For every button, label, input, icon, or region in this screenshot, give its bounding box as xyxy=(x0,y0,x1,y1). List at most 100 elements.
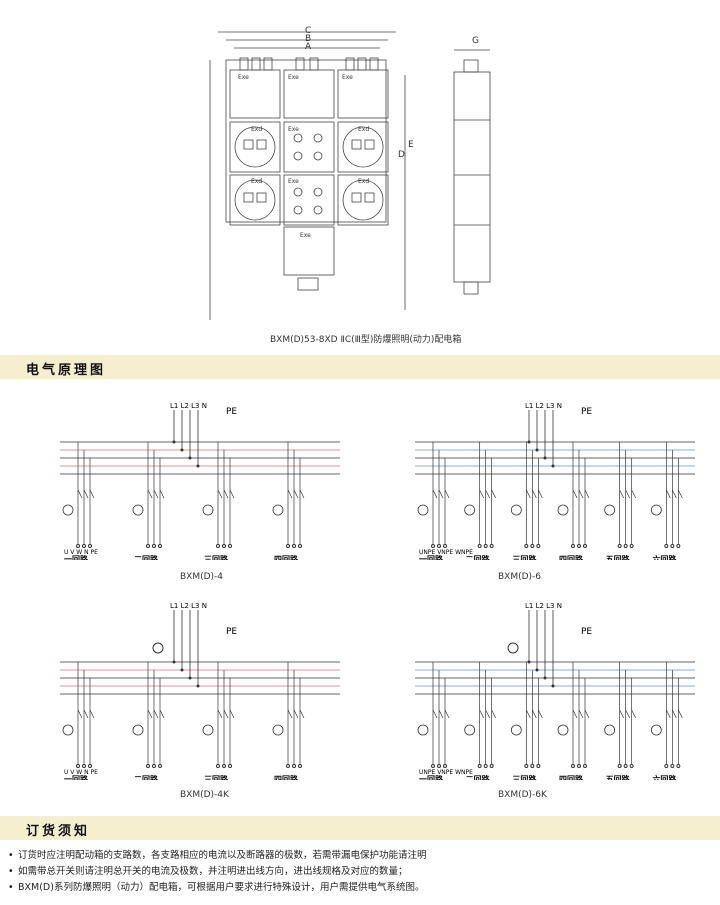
breaker-contact xyxy=(625,489,630,499)
diagram-bxm-6k: L1 L2 L3 NPE一回路二回路三回路四回路五回路六回路UNPE VNPE … xyxy=(415,602,695,780)
terminal xyxy=(286,764,290,768)
breaker-contact xyxy=(89,709,95,719)
breaker-contact xyxy=(229,709,235,719)
breaker-contact xyxy=(444,489,450,499)
bus-node xyxy=(527,440,531,444)
terminal xyxy=(530,544,535,548)
circuit-lamp xyxy=(464,724,476,736)
breaker-contact xyxy=(526,489,531,499)
circuit-label: 三回路 xyxy=(512,774,537,780)
breaker-contact xyxy=(83,489,89,499)
diagram-bxm-4: L1 L2 L3 NPE一回路二回路三回路四回路U V W N PE xyxy=(60,402,340,560)
terminal xyxy=(158,764,162,768)
module-label-exd-3: Exd xyxy=(251,178,263,185)
circuit-lamp xyxy=(604,724,616,736)
circuit-lamp xyxy=(650,504,662,516)
dim-label-g: G xyxy=(472,36,479,46)
terminal xyxy=(443,764,447,768)
circuit-label: 六回路 xyxy=(652,554,677,560)
circuit-label: 四回路 xyxy=(274,554,299,560)
terminal xyxy=(76,764,80,768)
diagram-bxm-6: L1 L2 L3 NPE一回路二回路三回路四回路五回路六回路UNPE VNPE … xyxy=(415,402,695,560)
terminal xyxy=(292,764,296,768)
section-title-electrical: 电气原理图 xyxy=(26,363,107,378)
section-header-electrical: 电气原理图 xyxy=(0,355,720,379)
bus-node xyxy=(188,456,192,460)
terminal xyxy=(152,764,156,768)
terminal xyxy=(489,764,494,768)
terminal xyxy=(670,764,675,768)
breaker-contact xyxy=(299,709,305,719)
circuit-lamp xyxy=(417,724,429,736)
circuit-lamp xyxy=(557,724,569,736)
circuit-label: 四回路 xyxy=(274,774,299,780)
pe-label: PE xyxy=(226,407,237,417)
breaker-contact xyxy=(77,709,83,719)
section-title-ordering: 订货须知 xyxy=(26,824,91,839)
terminal xyxy=(477,544,482,548)
module-label-exe-2: Exe xyxy=(288,74,299,81)
bus-node xyxy=(543,676,547,680)
circuit-label: 二回路 xyxy=(134,774,159,780)
terminal xyxy=(88,544,92,548)
terminal xyxy=(577,764,581,768)
terminal-labels: U V W N PE xyxy=(64,769,98,776)
circuit-label: 一回路 xyxy=(64,774,89,780)
circuit-label: 三回路 xyxy=(204,774,229,780)
breaker-contact xyxy=(631,489,636,499)
terminal xyxy=(82,764,86,768)
breaker-contact xyxy=(223,489,229,499)
breaker-contact xyxy=(485,709,490,719)
breaker-contact xyxy=(572,709,578,719)
terminal xyxy=(629,544,634,548)
terminal-labels: UNPE VNPE WNPE xyxy=(419,549,473,556)
terminal xyxy=(222,764,226,768)
diagram-bxm-4k: L1 L2 L3 NPE一回路二回路三回路四回路U V W N PE xyxy=(60,602,340,780)
terminal xyxy=(152,544,156,548)
note-item: •BXM(D)系列防爆照明（动力）配电箱，可根据用户要求进行特殊设计，用户需提供… xyxy=(8,882,425,893)
breaker-contact xyxy=(229,489,235,499)
module-label-exd-1: Exd xyxy=(251,126,263,133)
breaker-contact xyxy=(532,709,537,719)
terminal xyxy=(477,764,482,768)
breaker-contact xyxy=(223,709,229,719)
breaker-contact xyxy=(666,709,671,719)
bus-node xyxy=(543,456,547,460)
product-caption: BXM(D)53-8XD ⅡC(Ⅲ型)防爆照明(动力)配电箱 xyxy=(270,335,462,345)
breaker-contact xyxy=(432,709,438,719)
breaker-contact xyxy=(438,489,444,499)
diagram-model-bxm-6: BXM(D)-6 xyxy=(498,572,542,582)
breaker-contact xyxy=(619,489,624,499)
terminal xyxy=(524,764,529,768)
terminal xyxy=(530,764,535,768)
breaker-contact xyxy=(159,709,165,719)
circuit-label: 一回路 xyxy=(419,774,444,780)
breaker-contact xyxy=(153,489,159,499)
bus-label: L1 L2 L3 N xyxy=(170,602,207,610)
terminal xyxy=(676,764,681,768)
terminal xyxy=(216,544,220,548)
dim-label-a: A xyxy=(305,42,312,52)
bus-node xyxy=(188,676,192,680)
breaker-contact xyxy=(147,709,153,719)
circuit-lamp xyxy=(417,504,429,516)
breaker-contact xyxy=(153,709,159,719)
breaker-contact xyxy=(147,489,153,499)
terminal xyxy=(524,544,529,548)
note-item: •订货时应注明配动箱的支路数，各支路相应的电流以及断路器的极数，若需带漏电保护功… xyxy=(8,850,427,861)
terminal xyxy=(228,544,232,548)
breaker-contact xyxy=(293,489,299,499)
bus-node xyxy=(551,684,555,688)
circuit-lamp xyxy=(464,504,476,516)
breaker-contact xyxy=(432,489,438,499)
indicator-lamp xyxy=(152,642,164,654)
breaker-contact xyxy=(438,709,444,719)
circuit-label: 三回路 xyxy=(204,554,229,560)
breaker-contact xyxy=(444,709,450,719)
breaker-contact xyxy=(491,709,496,719)
terminal xyxy=(431,544,435,548)
bus-node xyxy=(180,668,184,672)
terminal xyxy=(623,764,628,768)
terminal xyxy=(216,764,220,768)
terminal xyxy=(146,544,150,548)
